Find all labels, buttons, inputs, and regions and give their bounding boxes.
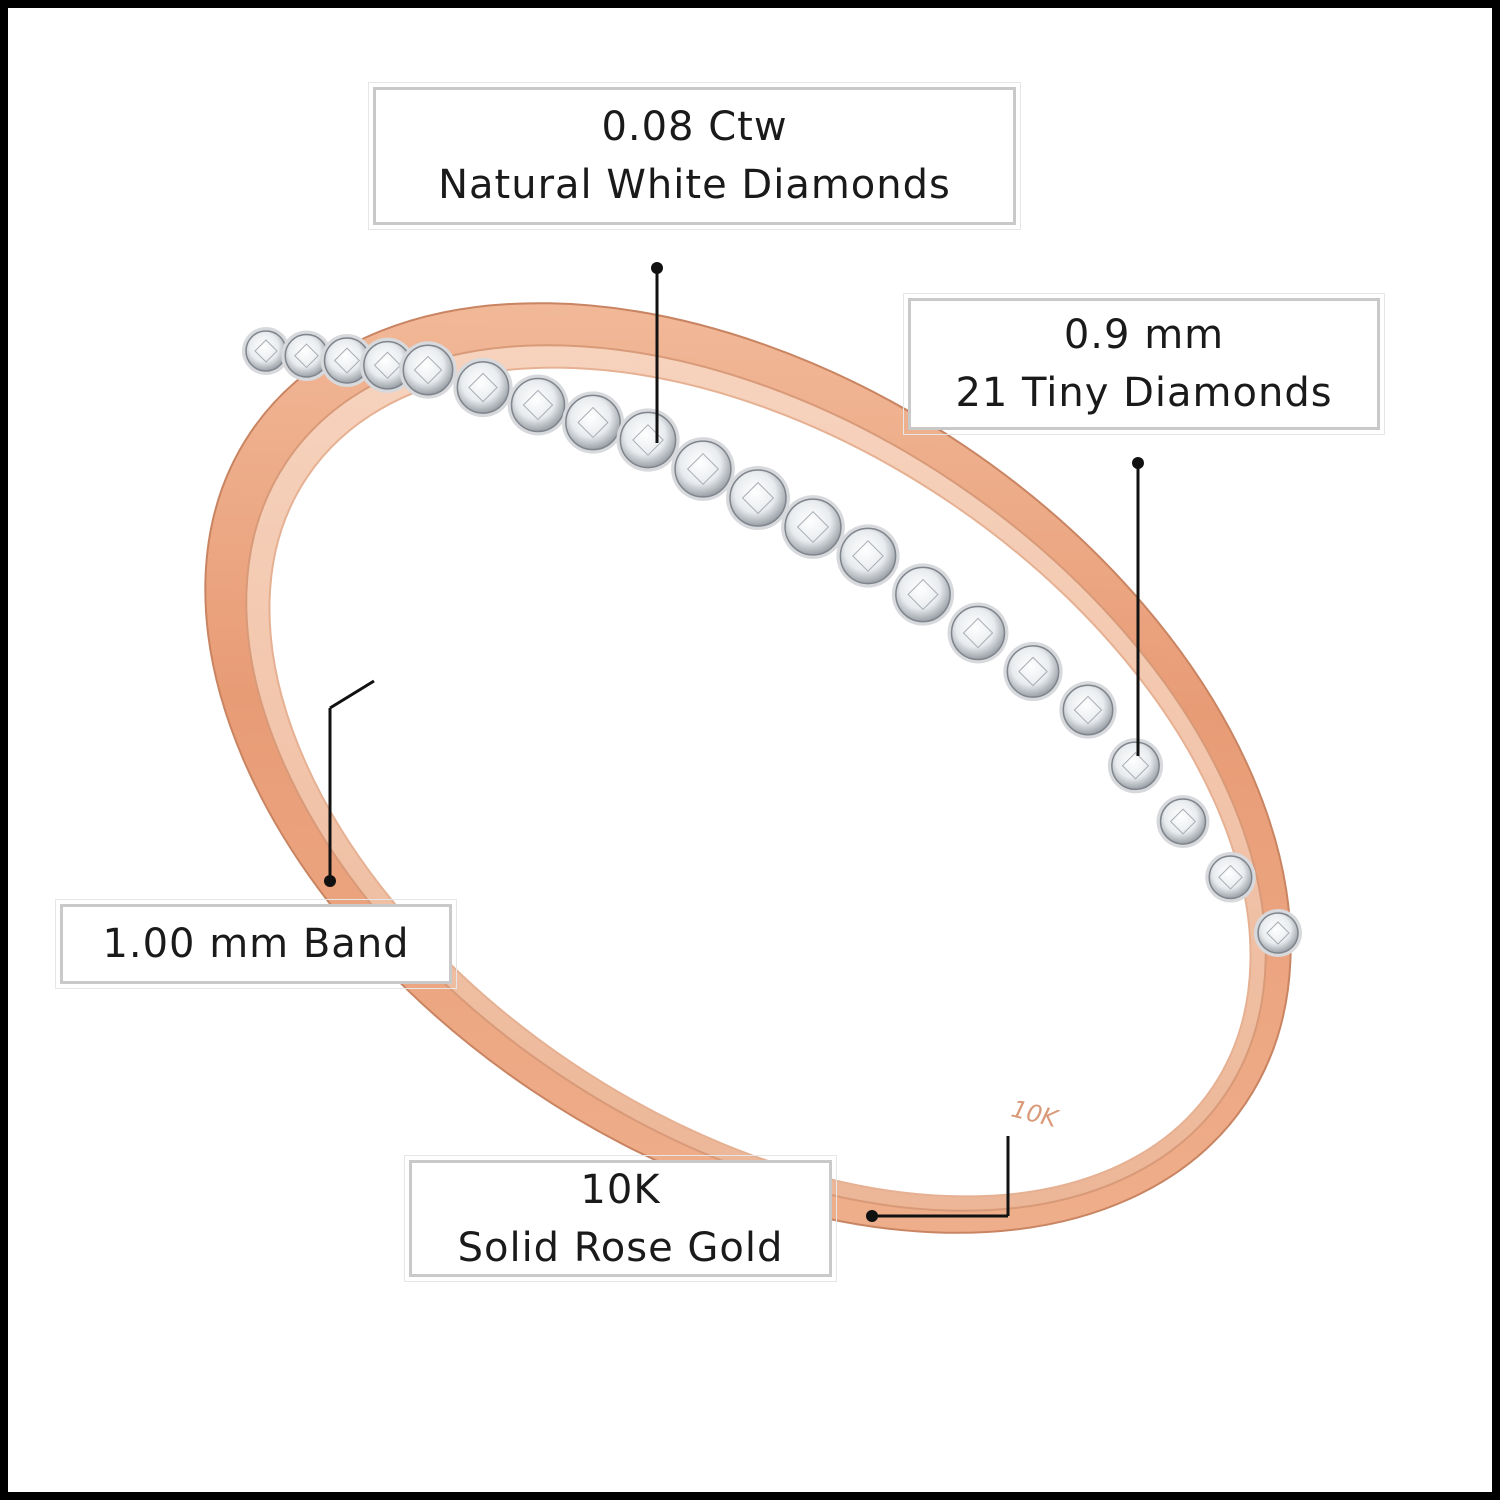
ring-illustration: 10K <box>204 262 1302 1234</box>
diamond-facet <box>1073 695 1103 725</box>
metal-karat-text: 10K <box>580 1166 661 1213</box>
diamond-stone <box>674 440 732 498</box>
diamond-stone <box>729 469 787 527</box>
diamond-stone <box>1208 855 1253 900</box>
leader-lines <box>324 262 1144 1222</box>
diamond-weight-callout: 0.08 Ctw Natural White Diamonds <box>368 82 1021 230</box>
diamond-facet <box>907 578 939 611</box>
carat-weight-text: 0.08 Ctw <box>601 104 788 150</box>
diamond-stone <box>1111 741 1160 791</box>
metal-type-text: Solid Rose Gold <box>457 1224 784 1271</box>
diamond-stone <box>245 330 287 372</box>
diamond-facet <box>333 347 361 374</box>
diamond-facet <box>413 355 443 385</box>
metal-callout: 10K Solid Rose Gold <box>404 1155 837 1282</box>
diamond-facet <box>577 406 609 439</box>
diamond-facet <box>294 343 319 369</box>
diamond-pave-row <box>242 327 1302 957</box>
band-width-text: 1.00 mm Band <box>102 921 410 967</box>
diamond-stone <box>784 498 842 556</box>
diamond-count-text: 21 Tiny Diamonds <box>955 370 1333 416</box>
diamond-stone <box>456 361 510 414</box>
diamond-facet <box>852 540 884 572</box>
diamond-stone <box>402 344 454 396</box>
diamond-stone <box>950 605 1006 661</box>
diamond-facet <box>686 452 720 486</box>
diamond-facet <box>1121 752 1150 780</box>
diamond-stone <box>839 527 897 585</box>
diamond-facet <box>1218 864 1243 890</box>
diamond-facet <box>254 339 278 363</box>
diamond-facet <box>1169 808 1197 835</box>
marker-dot <box>1132 457 1144 469</box>
setting-width-text: 0.9 mm <box>1063 312 1225 358</box>
ring-band <box>204 302 1292 1234</box>
diamond-facet <box>1266 921 1290 945</box>
diamond-stone <box>1062 684 1114 736</box>
diamond-facet <box>522 389 554 421</box>
marker-dot <box>651 262 663 274</box>
diamond-facet <box>741 481 775 515</box>
marker-dot <box>324 875 336 887</box>
diamond-stone <box>510 377 566 433</box>
band-width-callout: 1.00 mm Band <box>55 899 457 989</box>
diamond-facet <box>1018 656 1048 687</box>
marker-dot <box>866 1210 878 1222</box>
diamond-facet <box>468 372 498 403</box>
diamond-stone <box>565 394 621 451</box>
diamond-facet <box>962 617 994 649</box>
product-image-canvas: 10K 0.08 Ctw Natural White Diamonds 0.9 … <box>8 8 1492 1492</box>
diamond-stone <box>1159 798 1207 845</box>
diamond-stone <box>619 411 677 469</box>
diamond-stone <box>895 566 951 623</box>
diamond-type-text: Natural White Diamonds <box>438 162 951 208</box>
setting-width-callout: 0.9 mm 21 Tiny Diamonds <box>903 293 1385 435</box>
diamond-facet <box>632 424 664 456</box>
diamond-stone <box>1257 912 1299 954</box>
diamond-facet <box>796 510 830 544</box>
diamond-stone <box>1006 645 1060 698</box>
